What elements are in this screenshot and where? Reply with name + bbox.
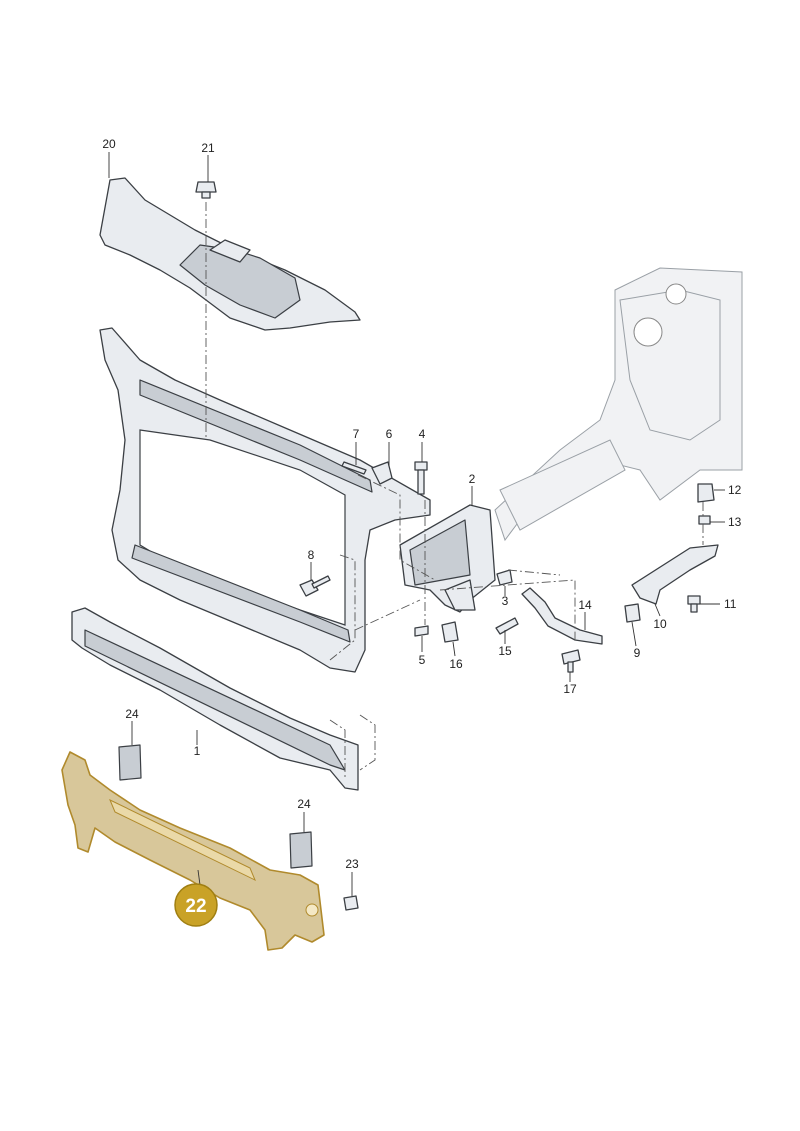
callout-2: 2: [469, 472, 476, 486]
leader-lines: [108, 152, 725, 896]
callout-16: 16: [449, 657, 463, 671]
callout-4: 4: [419, 427, 426, 441]
bolt-part-11: [687, 595, 701, 613]
clip-part-21: [195, 181, 217, 199]
bolt-part-4: [414, 461, 428, 495]
lock-carrier-frame: [99, 327, 431, 673]
callout-3: 3: [502, 594, 509, 608]
callout-8: 8: [308, 548, 315, 562]
callout-5: 5: [419, 653, 426, 667]
pad-part-24-top: [118, 744, 142, 781]
callout-6: 6: [386, 427, 393, 441]
callout-24-bottom: 24: [297, 797, 311, 811]
clip-part-16: [441, 621, 459, 643]
stud-part-7: [341, 461, 367, 475]
upper-cover-part-20: [99, 177, 361, 331]
clip-part-23: [343, 895, 359, 911]
bolt-part-3: [496, 569, 513, 586]
clip-part-9: [624, 603, 641, 623]
construction-lines: [205, 202, 704, 780]
callout-11: 11: [724, 597, 737, 611]
callout-13: 13: [728, 515, 742, 529]
callout-23: 23: [345, 857, 359, 871]
bolt-part-13: [698, 515, 711, 525]
bracket-part-10: [631, 544, 719, 605]
bolt-part-17: [561, 649, 581, 673]
callout-12: 12: [728, 483, 742, 497]
callout-14: 14: [578, 598, 592, 612]
bolt-part-15: [495, 617, 519, 635]
nut-part-12: [697, 483, 715, 503]
callout-20: 20: [102, 137, 116, 151]
bracket-part-14: [521, 587, 603, 645]
callout-10: 10: [653, 617, 667, 631]
callout-9: 9: [634, 646, 641, 660]
nut-part-5: [414, 625, 429, 637]
vehicle-body-structure: [494, 267, 743, 542]
callout-24-top: 24: [125, 707, 139, 721]
pad-part-24-bottom: [289, 831, 313, 869]
callout-7: 7: [353, 427, 360, 441]
bumper-reinforcement-part-22: [61, 751, 325, 951]
crash-box-part-2: [399, 504, 496, 613]
callout-22-badge: 22: [174, 883, 218, 927]
callout-15: 15: [498, 644, 512, 658]
callout-labels: 20 21 7 6 4 2 12 13 8 3 14 11 10 15 9 5 …: [102, 137, 741, 871]
callout-17: 17: [563, 682, 577, 696]
bolt-part-8: [299, 575, 331, 597]
bracket-clip-part-6: [371, 461, 393, 485]
callout-22: 22: [185, 896, 206, 917]
callout-21: 21: [201, 141, 215, 155]
bumper-beam-part-1: [71, 607, 359, 791]
callout-1: 1: [194, 744, 201, 758]
